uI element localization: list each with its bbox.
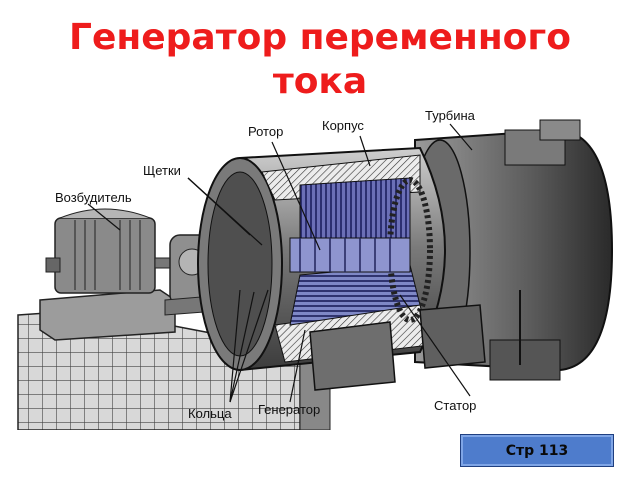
- label-rings: Кольца: [188, 406, 232, 421]
- slide-title-line1: Генератор переменного: [69, 17, 571, 58]
- label-stator: Статор: [434, 398, 476, 413]
- label-rotor: Ротор: [248, 124, 283, 139]
- label-exciter: Возбудитель: [55, 190, 132, 205]
- exciter: [39, 208, 176, 341]
- label-turbine: Турбина: [425, 108, 476, 123]
- label-brushes: Щетки: [143, 163, 181, 178]
- leader-lines: [87, 123, 473, 403]
- label-housing: Корпус: [322, 118, 364, 133]
- label-generator: Генератор: [258, 402, 320, 417]
- rotor: [289, 237, 411, 273]
- generator-feet: [309, 304, 486, 391]
- generator-illustration: Ротор Корпус Турбина Щетки Возбудитель К…: [17, 108, 614, 430]
- page-reference-button[interactable]: Стр 113: [460, 434, 614, 467]
- slide-title-line2: тока: [272, 61, 368, 102]
